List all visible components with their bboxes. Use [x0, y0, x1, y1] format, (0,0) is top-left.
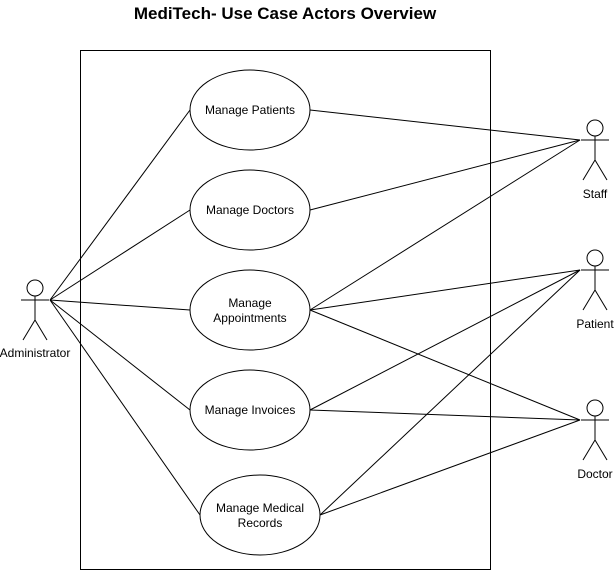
association-line-administrator-manage-medical-records	[49, 299, 201, 516]
association-line-doctor-manage-medical-records	[319, 419, 581, 516]
diagram-title: MediTech- Use Case Actors Overview	[133, 4, 437, 23]
association-line-patient-manage-appointments	[309, 269, 581, 311]
association-line-staff-manage-appointments	[309, 139, 581, 311]
stick-figure-icon	[21, 279, 49, 341]
use-case-label-line-1: Manage Medical	[216, 501, 304, 515]
system-boundary	[80, 50, 491, 570]
actor-label: Patient	[576, 317, 614, 331]
association-line-administrator-manage-invoices	[49, 299, 191, 411]
actor-doctor[interactable]: Doctor	[577, 399, 613, 481]
actor-label: Administrator	[0, 346, 70, 360]
stick-figure-icon	[581, 399, 609, 461]
use-case-label: Manage Doctors	[206, 203, 294, 217]
association-lines	[49, 109, 581, 516]
actor-label: Doctor	[577, 467, 612, 481]
association-line-staff-manage-doctors	[309, 139, 581, 211]
association-line-patient-manage-invoices	[309, 269, 581, 411]
use-case-label: Manage Patients	[205, 103, 295, 117]
stick-figure-icon	[581, 119, 609, 181]
use-case-manage-patients[interactable]: Manage Patients	[189, 69, 311, 151]
actor-label: Staff	[583, 187, 608, 201]
association-line-staff-manage-patients	[309, 109, 581, 141]
actor-administrator[interactable]: Administrator	[0, 279, 70, 360]
association-line-patient-manage-medical-records	[319, 269, 581, 516]
use-case-manage-medical-records[interactable]: Manage Medical Records	[199, 474, 321, 556]
use-case-manage-appointments[interactable]: Manage Appointments	[189, 269, 311, 351]
use-case-label-line-2: Appointments	[213, 311, 286, 325]
association-line-administrator-manage-appointments	[49, 299, 191, 311]
association-line-administrator-manage-patients	[49, 109, 191, 301]
actor-patient[interactable]: Patient	[576, 249, 614, 331]
use-case-label: Manage Invoices	[205, 403, 296, 417]
association-line-doctor-manage-invoices	[309, 409, 581, 421]
actor-staff[interactable]: Staff	[581, 119, 609, 201]
use-case-label-line-2: Records	[238, 516, 283, 530]
use-case-manage-invoices[interactable]: Manage Invoices	[189, 369, 311, 451]
association-line-doctor-manage-appointments	[309, 309, 581, 421]
use-case-manage-doctors[interactable]: Manage Doctors	[189, 169, 311, 251]
use-case-label-line-1: Manage	[228, 296, 272, 310]
stick-figure-icon	[581, 249, 609, 311]
association-line-administrator-manage-doctors	[49, 209, 191, 301]
